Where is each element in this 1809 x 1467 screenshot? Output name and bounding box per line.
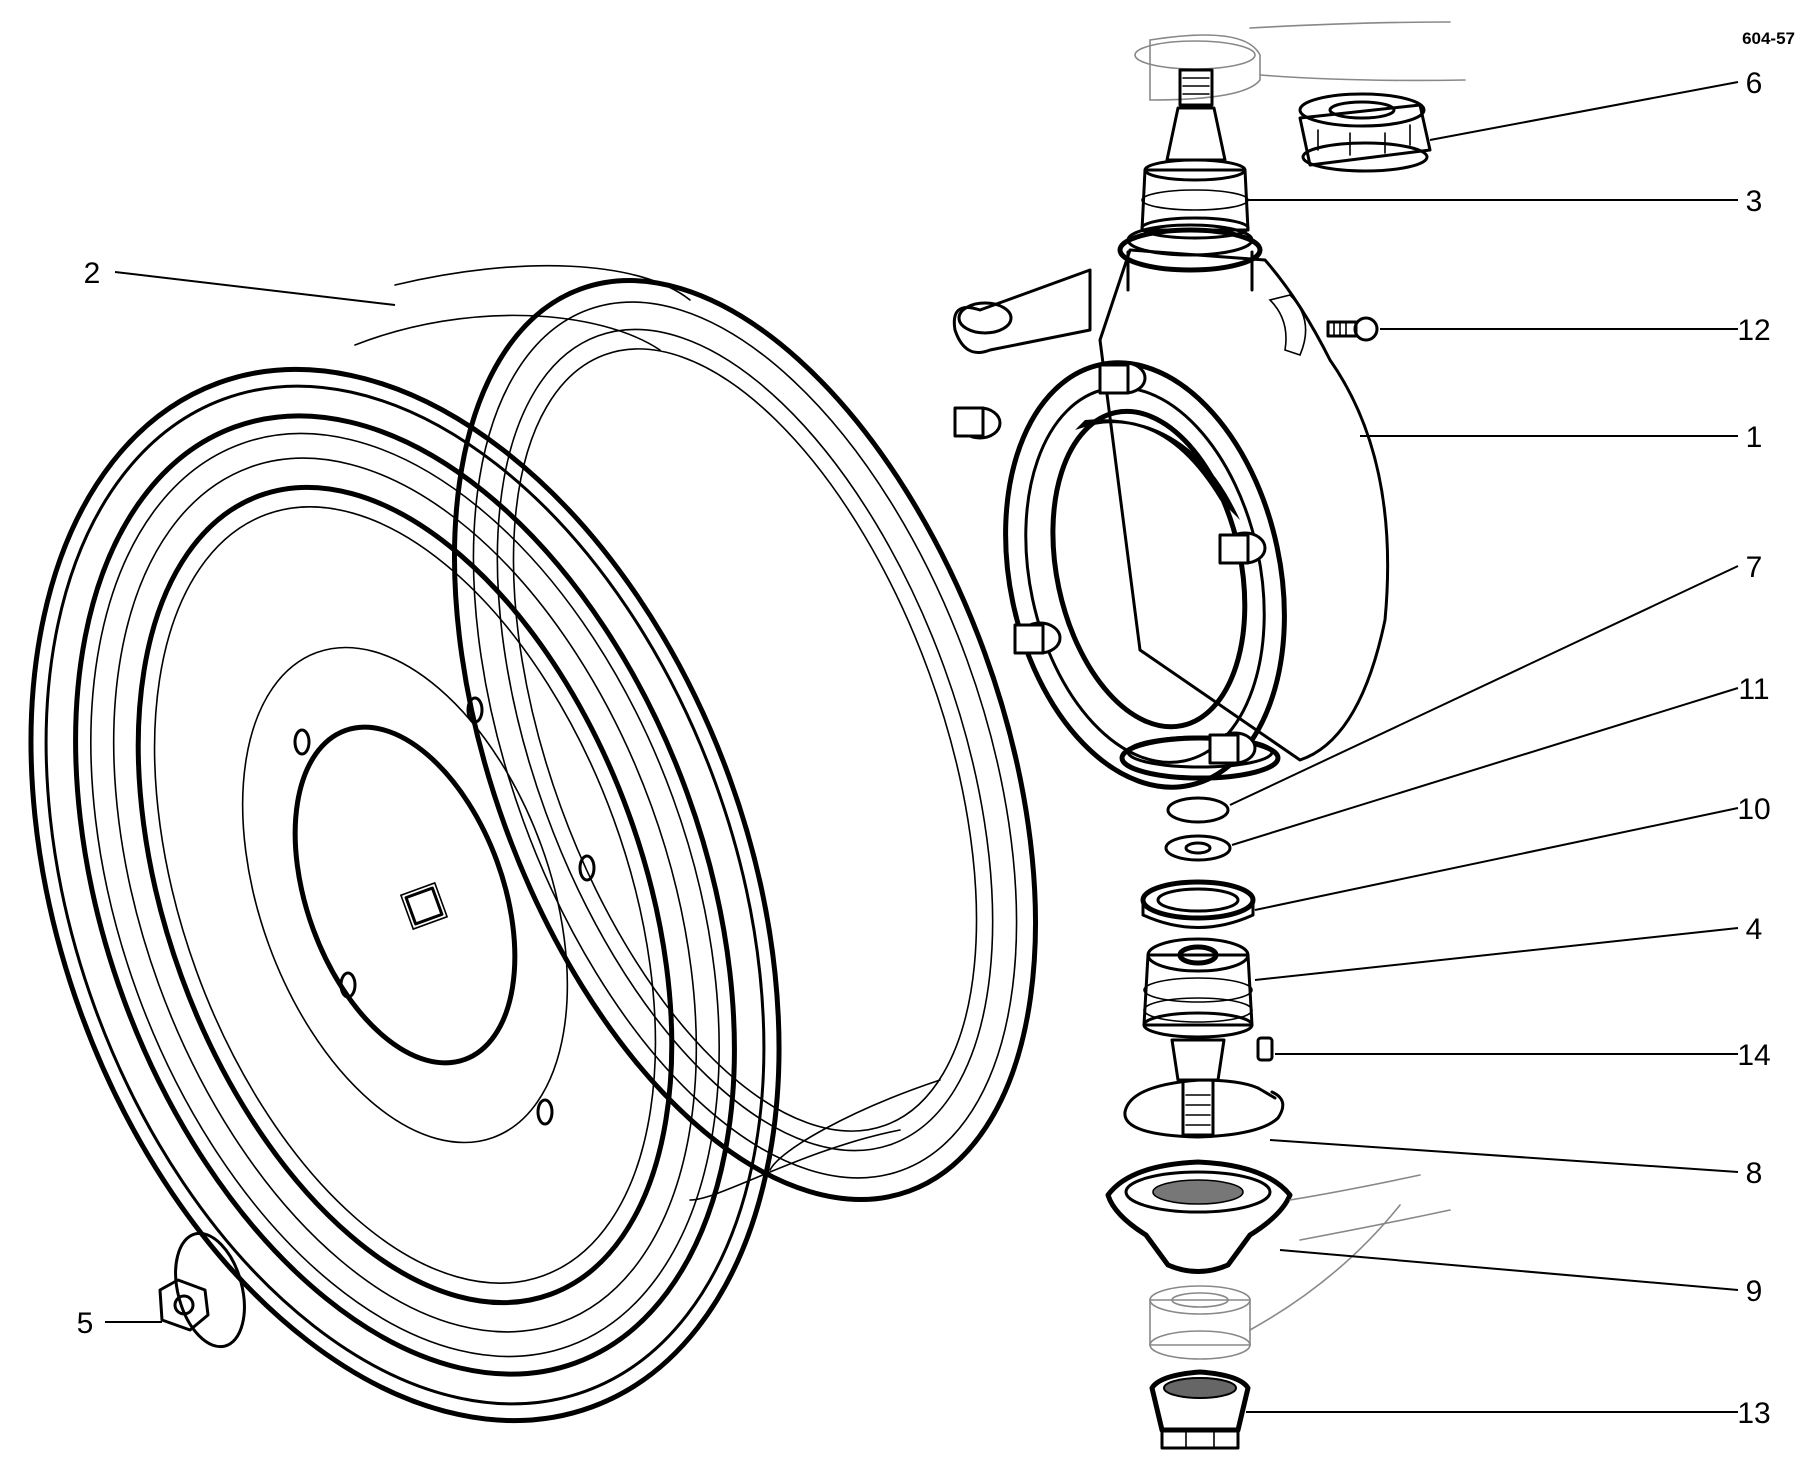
lower-nut xyxy=(1149,1369,1251,1450)
callout-10: 10 xyxy=(1737,793,1770,826)
drawing-code: 604-57 xyxy=(1742,29,1795,48)
bushing xyxy=(1149,1204,1401,1360)
o-ring xyxy=(1166,796,1230,824)
grease-nipple xyxy=(1326,316,1379,342)
callout-13: 13 xyxy=(1737,1397,1770,1430)
callout-6: 6 xyxy=(1746,67,1763,100)
callout-11: 11 xyxy=(1738,673,1769,706)
callout-8: 8 xyxy=(1746,1157,1763,1190)
callout-2: 2 xyxy=(84,257,101,290)
leader-lines xyxy=(105,81,1739,1413)
castle-nut xyxy=(1298,92,1432,173)
callout-1: 1 xyxy=(1746,421,1763,454)
thrust-washer xyxy=(1164,834,1232,862)
callout-3: 3 xyxy=(1746,185,1763,218)
dust-boot xyxy=(1105,1159,1451,1274)
callout-12: 12 xyxy=(1737,314,1770,347)
retaining-pin xyxy=(1256,1036,1274,1062)
spring-clip xyxy=(1123,1078,1285,1139)
seal-ring xyxy=(1140,879,1256,929)
wheel-nut xyxy=(158,1231,246,1349)
lower-ball-joint xyxy=(1142,937,1254,1137)
callout-5: 5 xyxy=(77,1307,94,1340)
wheel-rim xyxy=(28,264,1038,1424)
callout-numbers: 1 2 3 4 5 6 7 8 9 10 11 12 13 14 xyxy=(77,67,1771,1430)
callout-14: 14 xyxy=(1737,1039,1770,1072)
callout-9: 9 xyxy=(1746,1275,1763,1308)
upper-ball-joint xyxy=(1134,21,1466,240)
steering-knuckle xyxy=(952,223,1390,790)
callout-7: 7 xyxy=(1746,551,1763,584)
callout-4: 4 xyxy=(1746,913,1763,946)
